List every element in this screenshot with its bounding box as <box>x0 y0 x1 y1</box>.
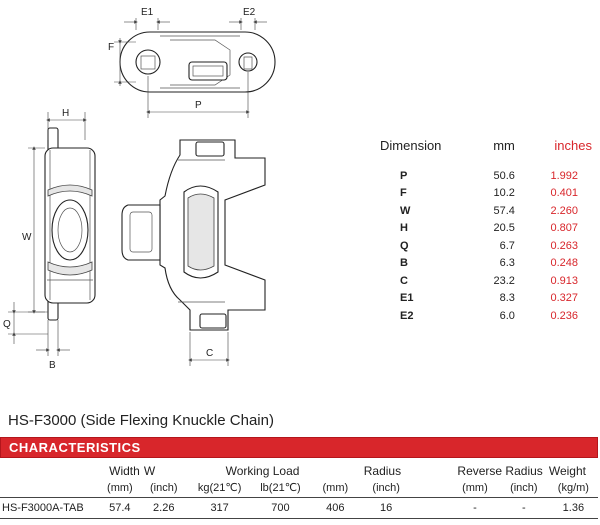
technical-drawing: E1 E2 F P H W <box>3 7 276 371</box>
dimension-inches: 0.327 <box>550 292 578 305</box>
specs-header-row: Width W Working Load Radius Reverse Radi… <box>0 458 598 478</box>
side-view: H W Q B <box>3 108 96 371</box>
table-row: P 50.6 1.992 <box>372 167 592 185</box>
unit-weight: (kg/m) <box>557 481 589 494</box>
dimension-inches: 0.248 <box>550 257 578 270</box>
product-title: HS-F3000 (Side Flexing Knuckle Chain) <box>8 412 274 429</box>
header-radius: Radius <box>363 464 402 478</box>
characteristics-label: CHARACTERISTICS <box>9 440 141 455</box>
header-reverse-radius: Reverse Radius <box>457 464 543 478</box>
spec-rev-inch: - <box>498 497 549 519</box>
label-h: H <box>62 108 69 119</box>
dimension-mm: 20.5 <box>493 222 515 235</box>
table-row: E2 6.0 0.236 <box>372 307 592 325</box>
dimension-label: F <box>400 187 407 200</box>
dimension-mm: 6.0 <box>499 309 515 322</box>
dimension-mm: 23.2 <box>493 274 515 287</box>
spec-width-inch: 2.26 <box>139 497 188 519</box>
dimension-mm: 6.3 <box>499 257 515 270</box>
unit-width-inch: (inch) <box>150 481 178 494</box>
unit-radius-inch: (inch) <box>372 481 400 494</box>
dimension-label: P <box>400 169 408 182</box>
specs-units-row: (mm) (inch) kg(21℃) lb(21℃) (mm) (inch) … <box>0 478 598 498</box>
specs-table: Width W Working Load Radius Reverse Radi… <box>0 458 598 519</box>
dimension-header-mm: mm <box>493 138 515 153</box>
dimension-header-label: Dimension <box>380 138 442 153</box>
unit-radius-mm: (mm) <box>322 481 349 494</box>
front-view: C <box>121 139 266 366</box>
header-width: Width <box>109 464 140 478</box>
unit-load-kg: kg(21℃) <box>197 482 242 494</box>
characteristics-bar: CHARACTERISTICS <box>0 437 598 458</box>
header-width-w: W <box>143 464 156 478</box>
header-weight: Weight <box>548 464 586 478</box>
spec-radius-inch: 16 <box>361 497 412 519</box>
unit-load-lb: lb(21℃) <box>260 482 301 494</box>
label-w: W <box>22 232 32 243</box>
label-e1: E1 <box>141 7 154 18</box>
header-working-load: Working Load <box>225 464 300 478</box>
label-c: C <box>206 348 213 359</box>
dimension-header-row: Dimension mm inches <box>372 138 592 167</box>
dimension-inches: 0.913 <box>550 274 578 287</box>
table-row: HS-F3000A-TAB 57.4 2.26 317 700 406 16 -… <box>0 497 598 519</box>
dimension-label: W <box>400 204 411 217</box>
dimension-label: E1 <box>400 292 414 305</box>
table-row: F 10.2 0.401 <box>372 185 592 203</box>
dimension-inches: 0.401 <box>550 187 578 200</box>
table-row: H 20.5 0.807 <box>372 220 592 238</box>
dimension-label: C <box>400 274 408 287</box>
unit-rev-mm: (mm) <box>462 481 488 494</box>
spec-load-kg: 317 <box>187 497 252 519</box>
dimension-header-inches: inches <box>554 138 592 153</box>
label-e2: E2 <box>243 7 256 18</box>
table-row: C 23.2 0.913 <box>372 272 592 290</box>
dimension-inches: 1.992 <box>550 169 578 182</box>
dimension-mm: 6.7 <box>499 239 515 252</box>
table-row: E1 8.3 0.327 <box>372 290 592 308</box>
unit-width-mm: (mm) <box>107 481 133 494</box>
spec-rev-mm: - <box>450 497 499 519</box>
unit-rev-inch: (inch) <box>510 481 538 494</box>
label-q: Q <box>3 319 11 330</box>
dimension-mm: 10.2 <box>493 187 515 200</box>
label-p: P <box>195 100 202 111</box>
top-view: E1 E2 F P <box>108 7 276 118</box>
dimension-label: B <box>400 257 408 270</box>
table-row: Q 6.7 0.263 <box>372 237 592 255</box>
dimension-mm: 50.6 <box>493 169 515 182</box>
spec-weight: 1.36 <box>548 497 598 519</box>
dimension-inches: 2.260 <box>550 204 578 217</box>
spec-radius-mm: 406 <box>309 497 362 519</box>
dimension-label: Q <box>400 239 409 252</box>
label-f: F <box>108 42 114 53</box>
spec-width-mm: 57.4 <box>99 497 140 519</box>
dimension-mm: 8.3 <box>499 292 515 305</box>
dimension-inches: 0.263 <box>550 239 578 252</box>
table-row: W 57.4 2.260 <box>372 202 592 220</box>
dimension-inches: 0.807 <box>550 222 578 235</box>
label-b: B <box>49 360 56 371</box>
dimension-label: E2 <box>400 309 414 322</box>
spec-load-lb: 700 <box>251 497 310 519</box>
table-row: B 6.3 0.248 <box>372 255 592 273</box>
spec-model: HS-F3000A-TAB <box>0 497 100 519</box>
dimension-inches: 0.236 <box>550 309 578 322</box>
dimension-mm: 57.4 <box>493 204 515 217</box>
dimension-label: H <box>400 222 408 235</box>
